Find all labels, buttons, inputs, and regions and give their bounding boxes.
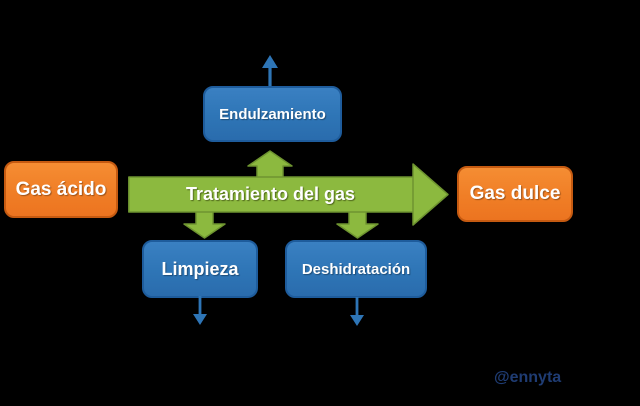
node-gas-acido: Gas ácido <box>4 161 118 218</box>
process-arrow-label-wrap: Tratamiento del gas <box>128 177 413 212</box>
node-limpieza: Limpieza <box>142 240 258 298</box>
node-endulzamiento: Endulzamiento <box>203 86 342 142</box>
node-limpieza-label: Limpieza <box>161 258 239 279</box>
process-arrow-label: Tratamiento del gas <box>185 184 356 204</box>
node-gas-dulce-label: Gas dulce <box>469 183 561 204</box>
node-gas-dulce: Gas dulce <box>457 166 573 222</box>
node-gas-acido-label: Gas ácido <box>15 178 107 200</box>
arrow-down-deshidratacion-icon <box>350 297 364 326</box>
watermark: @ennyta <box>494 369 562 386</box>
process-flow-arrow-icon <box>128 150 449 239</box>
node-endulzamiento-label: Endulzamiento <box>219 105 326 123</box>
node-deshidratacion-label: Deshidratación <box>301 260 411 278</box>
arrow-up-output-icon <box>262 55 278 87</box>
node-deshidratacion: Deshidratación <box>285 240 427 298</box>
arrow-down-limpieza-icon <box>193 296 207 325</box>
